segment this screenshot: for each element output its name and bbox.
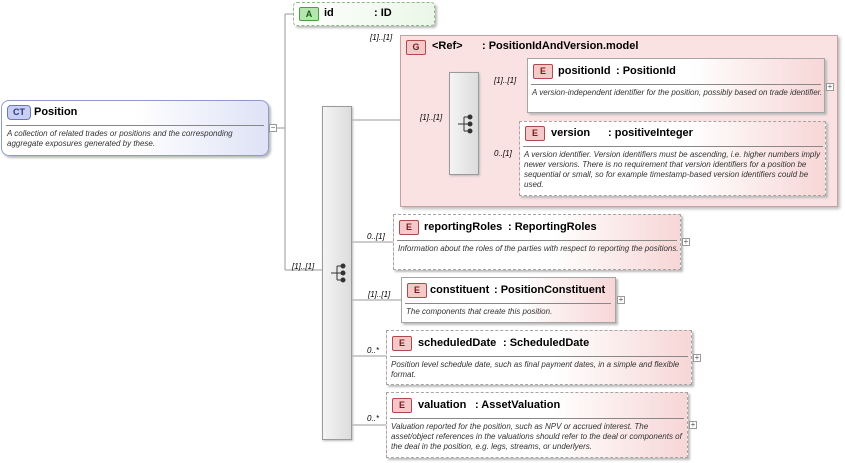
element-separator (531, 84, 821, 85)
element-type: : ReportingRoles (508, 221, 597, 233)
element-separator (523, 146, 823, 147)
attribute-badge: A (299, 7, 319, 21)
element-description: The components that create this position… (406, 307, 553, 316)
element-description: A version identifier. Version identifier… (524, 150, 821, 189)
complex-type-badge: CT (7, 105, 31, 120)
element-name: reportingRoles (424, 221, 503, 233)
element-type: : ScheduledDate (503, 337, 590, 349)
inner-sequence-compositor[interactable] (449, 72, 479, 175)
element-badge: E (525, 126, 545, 141)
element-name: positionId (558, 65, 611, 77)
element-constituent-card[interactable]: E constituent : PositionConstituent The … (401, 277, 616, 323)
reportingroles-cardinality: 0..[1] (367, 232, 385, 241)
root-description: A collection of related trades or positi… (7, 129, 233, 148)
element-separator (390, 418, 684, 419)
element-type: : PositionConstituent (494, 284, 606, 296)
inner-sequence-icon (458, 114, 473, 134)
valuation-cardinality: 0..* (367, 414, 380, 423)
group-badge: G (406, 40, 426, 55)
element-description: Valuation reported for the position, suc… (391, 422, 682, 451)
positionid-expand-toggle[interactable]: + (826, 82, 834, 91)
element-badge: E (392, 336, 412, 351)
element-name: scheduledDate (418, 337, 497, 349)
element-description: Position level schedule date, such as fi… (391, 360, 680, 379)
root-separator (6, 125, 264, 126)
valuation-expand-toggle[interactable]: + (689, 420, 697, 429)
element-name: constituent (430, 284, 490, 296)
group-cardinality: [1]..[1] (370, 33, 393, 42)
constituent-expand-toggle[interactable]: + (617, 295, 625, 304)
group-inner-cardinality: [1]..[1] (420, 113, 443, 122)
element-version-card[interactable]: E version : positiveInteger A version id… (519, 121, 826, 196)
element-type: : positiveInteger (608, 127, 693, 139)
element-type: : AssetValuation (475, 399, 561, 411)
element-description: Information about the roles of the parti… (398, 244, 679, 253)
element-reportingroles-card[interactable]: E reportingRoles : ReportingRoles Inform… (393, 214, 681, 270)
root-name: Position (34, 106, 78, 118)
element-badge: E (407, 283, 427, 298)
constituent-cardinality: [1]..[1] (368, 290, 391, 299)
element-positionid-card[interactable]: E positionId : PositionId A version-inde… (527, 58, 825, 113)
element-type: : PositionId (616, 65, 676, 77)
attribute-name: id (324, 7, 334, 19)
root-complex-type-card[interactable]: CT Position A collection of related trad… (1, 100, 269, 156)
element-separator (405, 303, 611, 304)
sequence-icon (331, 263, 346, 283)
group-name: <Ref> (432, 40, 463, 52)
group-type: : PositionIdAndVersion.model (482, 40, 639, 52)
element-scheduleddate-card[interactable]: E scheduledDate : ScheduledDate Position… (386, 330, 692, 385)
attribute-type: : ID (374, 7, 392, 19)
element-valuation-card[interactable]: E valuation : AssetValuation Valuation r… (386, 392, 688, 458)
sequence-cardinality: [1]..[1] (292, 262, 315, 271)
element-badge: E (533, 64, 553, 79)
scheduleddate-cardinality: 0..* (367, 346, 380, 355)
positionid-cardinality: [1]..[1] (494, 76, 517, 85)
root-collapse-toggle[interactable]: − (269, 123, 277, 132)
element-name: version (551, 127, 591, 139)
version-cardinality: 0..[1] (494, 149, 512, 158)
sequence-compositor[interactable] (322, 106, 352, 440)
element-description: A version-independent identifier for the… (532, 88, 823, 97)
attribute-id-card[interactable]: A id : ID (293, 2, 435, 26)
scheduleddate-expand-toggle[interactable]: + (693, 353, 701, 362)
element-badge: E (399, 220, 419, 235)
element-name: valuation (418, 399, 467, 411)
element-separator (397, 240, 677, 241)
element-separator (390, 356, 688, 357)
reportingroles-expand-toggle[interactable]: + (682, 237, 690, 246)
element-badge: E (392, 398, 412, 413)
